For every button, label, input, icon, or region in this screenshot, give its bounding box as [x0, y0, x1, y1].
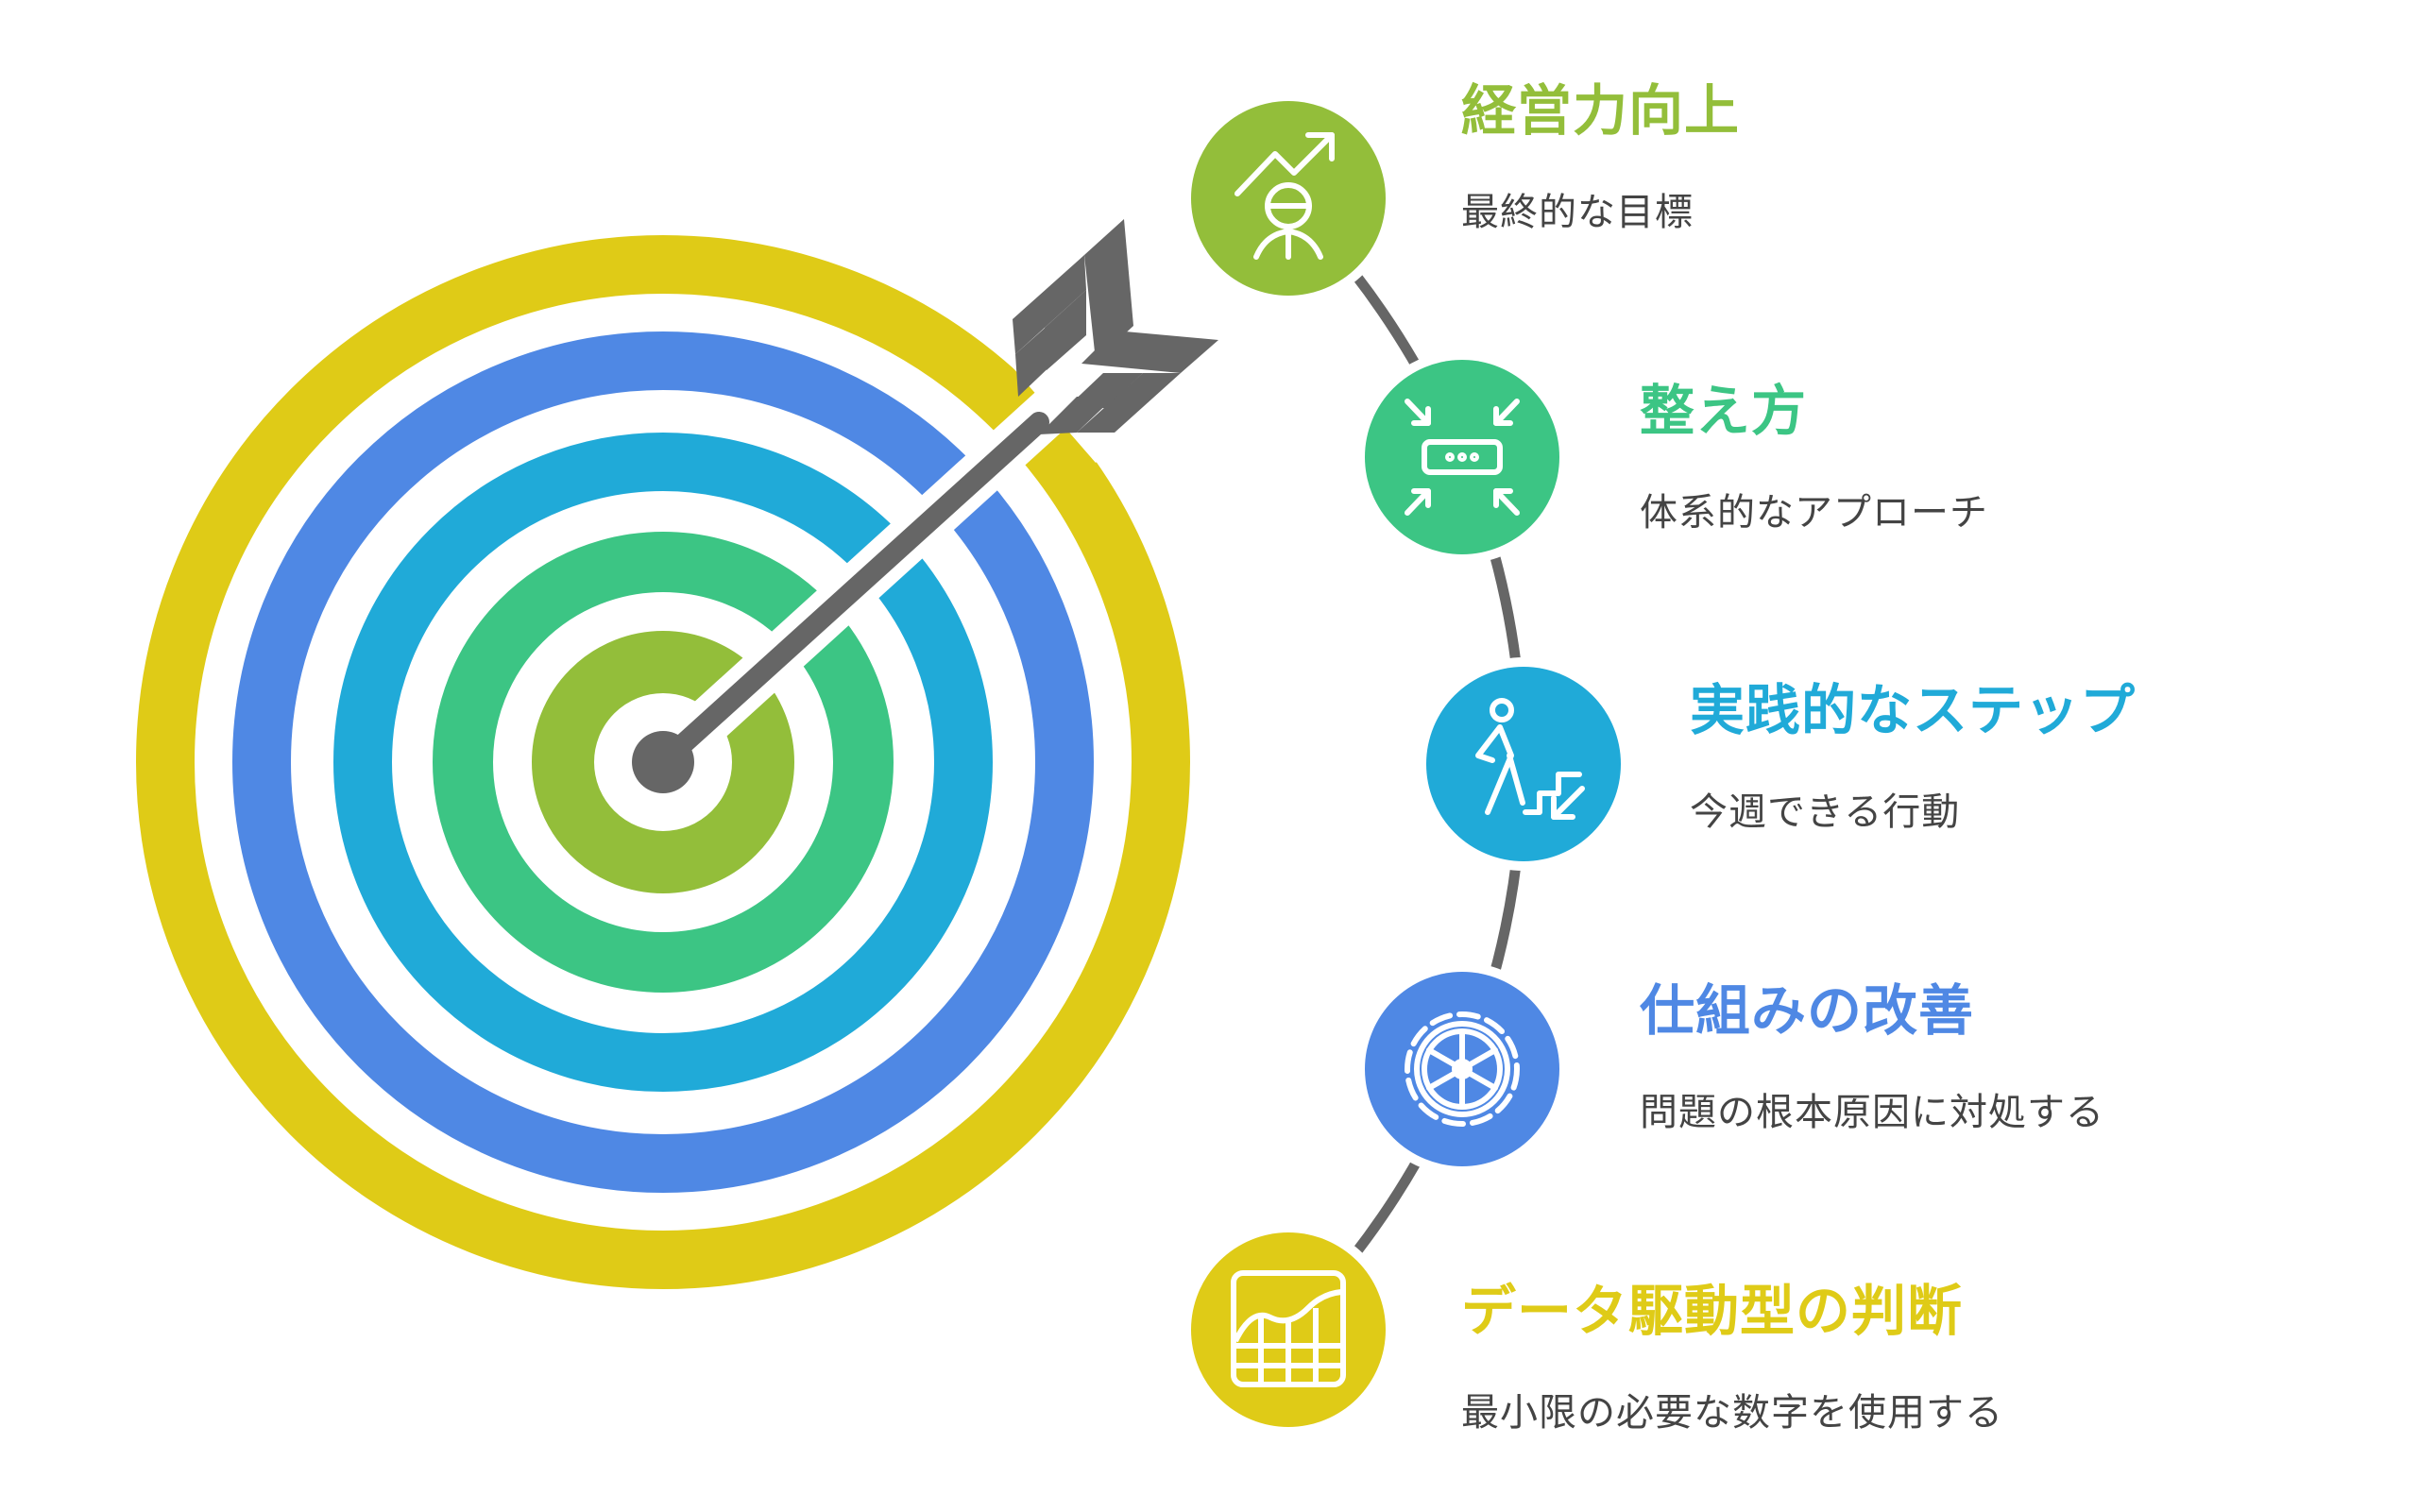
- step-circle-2: [1355, 350, 1569, 564]
- ring-blue: [232, 331, 1094, 1193]
- gear-icon: [1405, 1011, 1520, 1127]
- step-circle-4: [1355, 962, 1569, 1176]
- arrow-icon: [632, 219, 1218, 793]
- compress-arrows-icon: [1405, 399, 1520, 516]
- step-4: 仕組みの改善 問題の根本原因に対処する: [1640, 983, 2104, 1136]
- step-circle-5: [1182, 1223, 1395, 1436]
- step-subtitle: 体系的なアプローチ: [1640, 491, 1988, 535]
- step-5: データ駆動型の判断 最小限の必要な数字を使用する: [1461, 1283, 2003, 1436]
- step-title: 仕組みの改善: [1640, 978, 1975, 1043]
- growth-person-icon: [1235, 132, 1335, 260]
- ring-green: [433, 532, 894, 993]
- step-subtitle: 最終的な目標: [1461, 191, 1694, 234]
- person-stairs-icon: [1475, 698, 1585, 820]
- step-1: 経営力向上 最終的な目標: [1461, 83, 1740, 236]
- ring-cyan: [333, 433, 993, 1092]
- step-2: 整え方 体系的なアプローチ: [1640, 383, 1988, 536]
- step-title: 整え方: [1640, 379, 1808, 443]
- ring-yellow: [136, 235, 1190, 1289]
- ring-lime: [532, 631, 794, 893]
- chart-grid-icon: [1231, 1270, 1346, 1387]
- target-icon: [136, 235, 1190, 1289]
- step-3: 実践的なステップ 今週できる行動: [1690, 683, 2136, 836]
- step-title: 経営力向上: [1461, 78, 1741, 143]
- step-circle-3: [1417, 657, 1630, 871]
- step-subtitle: 今週できる行動: [1690, 790, 1961, 834]
- step-title: 実践的なステップ: [1690, 678, 2137, 742]
- step-subtitle: 問題の根本原因に対処する: [1640, 1091, 2104, 1134]
- step-subtitle: 最小限の必要な数字を使用する: [1461, 1391, 2003, 1435]
- step-circle-1: [1182, 92, 1395, 305]
- step-title: データ駆動型の判断: [1461, 1279, 1964, 1343]
